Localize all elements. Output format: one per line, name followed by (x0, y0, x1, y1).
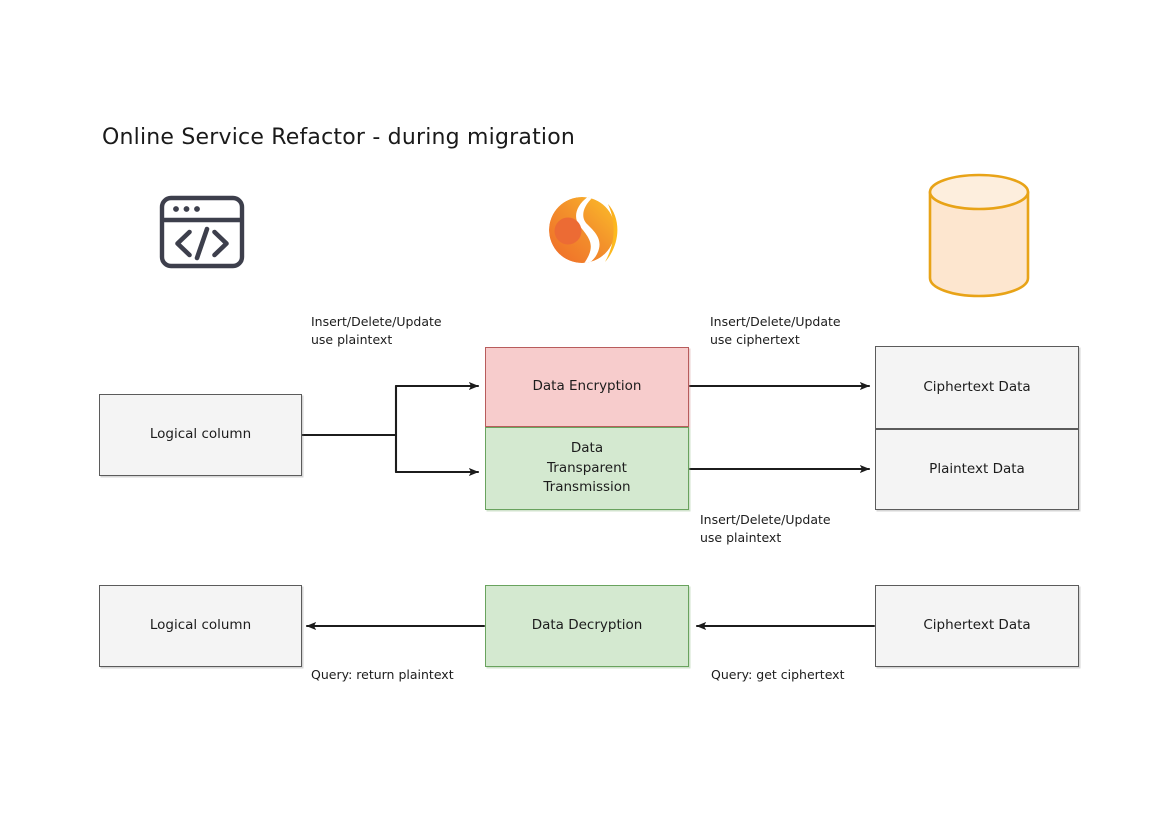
node-label: Ciphertext Data (923, 378, 1031, 395)
edge-label-write-plaintext-right: Insert/Delete/Update use plaintext (700, 512, 831, 545)
node-label: Data Transparent Transmission (543, 440, 631, 496)
page-title: Online Service Refactor - during migrati… (102, 125, 576, 150)
edge-label-write-ciphertext-right: Insert/Delete/Update use ciphertext (710, 314, 841, 347)
node-data-decryption[interactable]: Data Decryption (485, 585, 689, 667)
edge-label-write-plaintext-left: Insert/Delete/Update use plaintext (311, 314, 442, 347)
node-plaintext-data[interactable]: Plaintext Data (875, 429, 1079, 510)
node-label: Plaintext Data (929, 460, 1025, 477)
node-logical-column-bottom[interactable]: Logical column (99, 585, 302, 667)
edge-label-query-get-ciphertext: Query: get ciphertext (711, 667, 845, 682)
node-ciphertext-data-bottom[interactable]: Ciphertext Data (875, 585, 1079, 667)
node-data-encryption[interactable]: Data Encryption (485, 347, 689, 427)
node-label: Logical column (149, 426, 252, 443)
node-logical-column-top[interactable]: Logical column (99, 394, 302, 476)
shardingsphere-logo-icon (545, 192, 627, 272)
node-ciphertext-data-top[interactable]: Ciphertext Data (875, 346, 1079, 429)
node-label: Ciphertext Data (923, 617, 1031, 634)
database-cylinder-icon (922, 170, 1038, 302)
node-label: Data Decryption (531, 617, 643, 634)
node-label: Logical column (149, 617, 252, 634)
edge-label-query-return-plaintext: Query: return plaintext (311, 667, 454, 682)
node-label: Data Encryption (532, 378, 642, 395)
code-window-icon (158, 190, 246, 274)
node-data-transparent-transmission[interactable]: Data Transparent Transmission (485, 427, 689, 510)
